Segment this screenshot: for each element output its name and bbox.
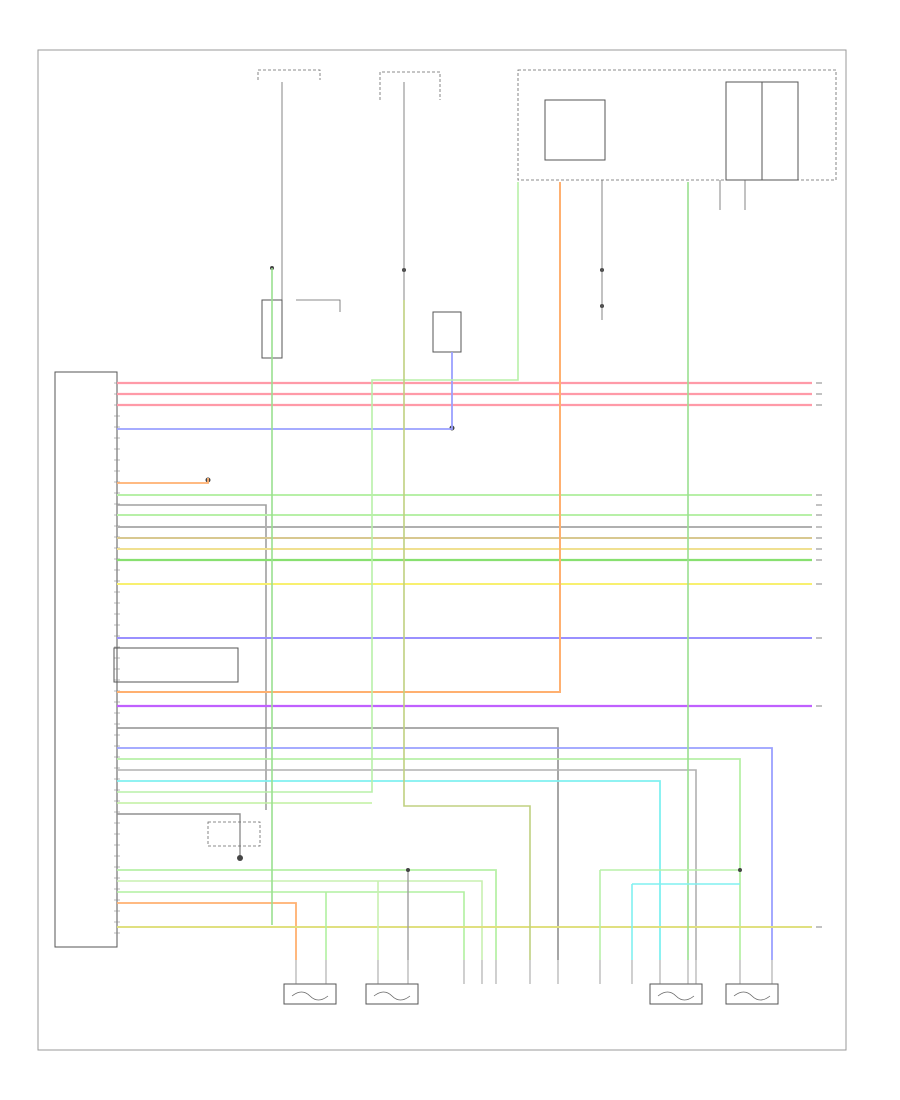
- sensor-wave-2: [373, 991, 411, 1001]
- switch-center: [432, 311, 462, 353]
- sensor-wave-1: [291, 991, 329, 1001]
- junction-dot: [406, 868, 410, 872]
- fuse-box-center: [379, 71, 441, 100]
- wire-orange-long: [117, 182, 561, 693]
- wire-blue-top: [117, 352, 453, 430]
- relay-inner-box: [544, 99, 606, 161]
- control-unit-box: [54, 371, 118, 948]
- wire-green-4: [117, 758, 741, 960]
- relay-lower-left: [113, 647, 239, 683]
- feed-line-6: [296, 299, 341, 312]
- wire-cyan-1: [117, 780, 661, 960]
- wire-blue-2: [117, 747, 773, 960]
- sensor-right-rear: [725, 983, 779, 1005]
- relay-box-right: [517, 69, 837, 181]
- sensor-left-rear: [649, 983, 703, 1005]
- junction-dot: [738, 868, 742, 872]
- wire-green-vertical-b: [403, 300, 531, 960]
- sensor-wave-3: [657, 991, 695, 1001]
- wire-orange-sensor: [117, 902, 297, 960]
- wire-gray-4: [117, 769, 697, 960]
- wire-junctions: [237, 855, 742, 872]
- wheel-sensors: [283, 983, 779, 1005]
- wire-green-8: [117, 880, 483, 960]
- pin-column: [114, 382, 120, 934]
- sensor-pins: [295, 960, 773, 984]
- junction-dot: [237, 855, 243, 861]
- wire-gray-5: [117, 813, 241, 860]
- sensor-right-front: [365, 983, 419, 1005]
- sensor-wave-4: [733, 991, 771, 1001]
- diagram-frame: [37, 49, 847, 1051]
- wire-harness: [117, 182, 812, 960]
- fuse-block-right: [725, 81, 763, 181]
- power-distribution-area: [205, 69, 837, 483]
- wire-gray-1: [117, 504, 267, 810]
- wire-green-5: [117, 182, 519, 793]
- fuse-block-far-right: [761, 81, 799, 181]
- wire-gray-3: [117, 727, 559, 960]
- wire-green-7: [117, 869, 497, 960]
- wire-green-9: [117, 891, 465, 960]
- wire-orange-short: [117, 478, 209, 484]
- fuse-box-left: [257, 69, 321, 80]
- right-connectors: [816, 382, 822, 928]
- ground-box: [207, 821, 261, 847]
- sensor-left-front: [283, 983, 337, 1005]
